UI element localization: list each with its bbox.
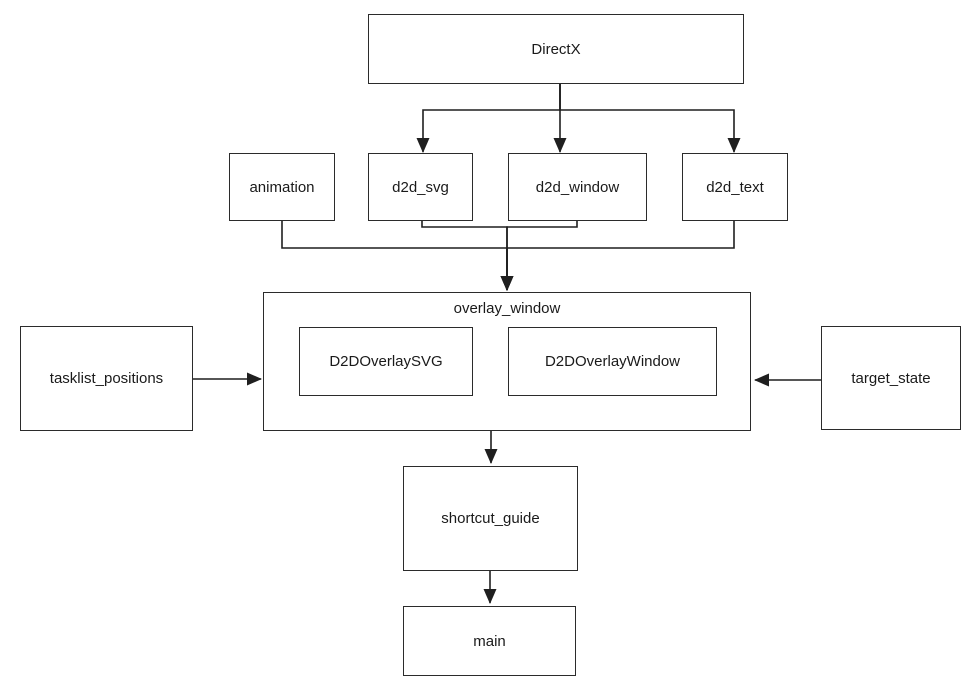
node-d2d-svg-label: d2d_svg — [392, 178, 449, 196]
edge-d2d_text-to-overlay_window — [500, 221, 735, 291]
node-d2d-overlay-svg-label: D2DOverlaySVG — [329, 353, 443, 370]
node-shortcut-guide-label: shortcut_guide — [441, 510, 540, 527]
node-d2d-overlay-window: D2DOverlayWindow — [508, 327, 717, 396]
node-d2d-svg: d2d_svg — [368, 153, 473, 221]
node-d2d-overlay-window-label: D2DOverlayWindow — [544, 353, 681, 370]
node-tasklist-positions-label: tasklist_positions — [49, 370, 164, 387]
edge-animation-to-overlay_window — [281, 221, 514, 291]
edge-d2d_window-to-overlay_window — [500, 221, 578, 291]
node-overlay-window-label: overlay_window — [453, 300, 561, 317]
node-d2d-window: d2d_window — [508, 153, 647, 221]
node-d2d-overlay-svg: D2DOverlaySVG — [299, 327, 473, 396]
node-main: main — [403, 606, 576, 676]
node-target-state-label: target_state — [851, 369, 931, 387]
node-animation-label: animation — [249, 178, 315, 196]
node-tasklist-positions: tasklist_positions — [20, 326, 193, 431]
node-shortcut-guide: shortcut_guide — [403, 466, 578, 571]
node-directx-label: DirectX — [531, 40, 581, 58]
node-main-label: main — [473, 632, 506, 650]
edge-DirectX-to-d2d_text — [559, 84, 741, 153]
edge-d2d_svg-to-overlay_window — [421, 221, 514, 291]
node-d2d-text-label: d2d_text — [706, 178, 764, 196]
node-directx: DirectX — [368, 14, 744, 84]
node-d2d-text: d2d_text — [682, 153, 788, 221]
node-d2d-window-label: d2d_window — [535, 178, 620, 196]
edge-DirectX-to-d2d_svg — [416, 84, 561, 153]
node-target-state: target_state — [821, 326, 961, 430]
node-animation: animation — [229, 153, 335, 221]
